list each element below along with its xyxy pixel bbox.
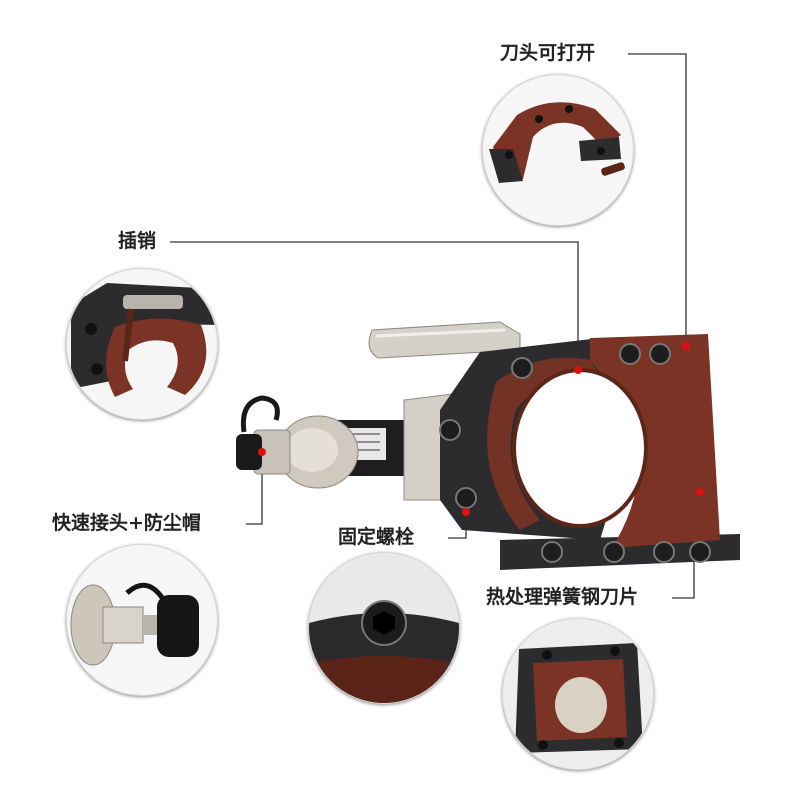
- detail-circle-connector: [66, 544, 218, 696]
- callout-line-head-open: [628, 53, 687, 338]
- label-blade: 热处理弹簧钢刀片: [486, 586, 639, 608]
- red-dot-icon: [682, 342, 690, 350]
- tool-handle: [368, 321, 521, 359]
- bolt-icon: [511, 357, 533, 379]
- frame-bolts: [439, 343, 711, 563]
- detail-circle-head-open: [482, 74, 634, 226]
- detail-circle-pin: [66, 268, 218, 420]
- red-dot-icon: [462, 508, 470, 516]
- bolt-icon: [653, 541, 675, 563]
- callout-line-connector: [246, 452, 263, 525]
- bolt-icon: [649, 343, 671, 365]
- callout-lines: [170, 53, 695, 599]
- bolt-icon: [603, 541, 625, 563]
- bolt-icon: [689, 541, 711, 563]
- bolt-icon: [619, 343, 641, 365]
- blade-plate: [487, 334, 720, 548]
- red-dot-icon: [258, 448, 266, 456]
- bolt-icon: [439, 419, 461, 441]
- red-dot-icon: [696, 488, 704, 496]
- bolt-icon: [541, 541, 563, 563]
- quick-connector-with-cap: [236, 395, 291, 475]
- detail-circle-blade: [502, 618, 654, 770]
- label-quick-connector: 快速接头+防尘帽: [52, 512, 201, 534]
- callout-markers: [258, 342, 704, 516]
- callout-line-pin: [170, 241, 579, 368]
- detail-circle-bolt: [308, 552, 460, 704]
- label-head-open: 刀头可打开: [500, 42, 596, 64]
- red-dot-icon: [574, 366, 582, 374]
- bolt-icon: [455, 487, 477, 509]
- label-pin: 插销: [118, 230, 157, 252]
- label-fixing-bolt: 固定螺栓: [338, 526, 415, 548]
